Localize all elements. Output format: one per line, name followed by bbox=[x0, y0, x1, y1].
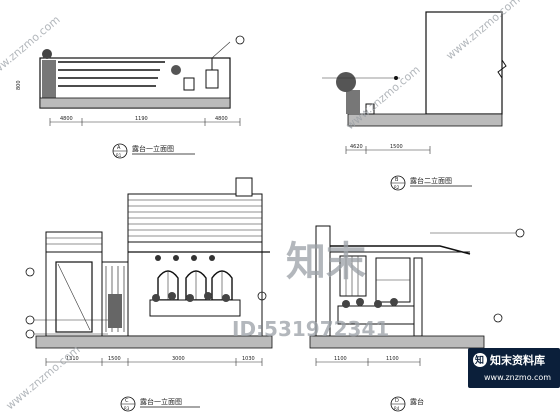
elevation-c-dimensions: 1310 1500 3000 1030 bbox=[45, 356, 263, 366]
watermark-brand: 知末 bbox=[286, 239, 366, 285]
flower-pot-icon bbox=[365, 103, 375, 115]
elevation-d-dimensions: 1100 1100 bbox=[315, 356, 421, 366]
callout-bubble bbox=[25, 329, 35, 339]
elevation-d-floor-slab bbox=[309, 335, 485, 349]
elevation-a-stone-column bbox=[42, 60, 56, 104]
shrub-row bbox=[342, 298, 398, 308]
stone-column bbox=[108, 294, 122, 328]
roof-tiles bbox=[128, 199, 262, 237]
wall-lamp-icon bbox=[155, 255, 161, 261]
badge-title: 知末资料库 bbox=[489, 353, 545, 367]
elevation-b: 4620 1500 B R2 露台二立面图 bbox=[322, 11, 507, 191]
dim-label: 1500 bbox=[108, 356, 121, 362]
plant-icon bbox=[171, 65, 181, 75]
dim-label: 4800 bbox=[215, 116, 228, 122]
callout-bubble bbox=[25, 267, 35, 277]
elevation-a-steps bbox=[58, 61, 165, 87]
watermark-id: ID:531972341 bbox=[232, 317, 389, 341]
badge-background bbox=[468, 348, 560, 388]
dim-label: 4620 bbox=[350, 144, 363, 150]
roof-side bbox=[45, 231, 103, 253]
dim-label: 4800 bbox=[60, 116, 73, 122]
callout-bubble bbox=[235, 35, 245, 45]
elevation-c-title: 露台一立面图 bbox=[140, 397, 182, 406]
watermark-diag: www.znzmo.com bbox=[444, 0, 523, 62]
flower-pot-icon bbox=[183, 77, 195, 91]
wall-lamp-icon bbox=[209, 255, 215, 261]
view-marker-sheet: R2 bbox=[394, 185, 400, 190]
view-marker-sheet: R3 bbox=[124, 406, 130, 411]
dim-label: 3000 bbox=[172, 356, 185, 362]
wall-lamp-icon bbox=[191, 255, 197, 261]
view-marker-letter: D bbox=[395, 398, 399, 404]
elevation-b-title: 露台二立面图 bbox=[410, 176, 452, 185]
elevation-a: 4800 1190 4800 800 A R1 露台一立面图 bbox=[16, 35, 245, 159]
view-marker-letter: B bbox=[395, 177, 399, 183]
plant-icon bbox=[42, 49, 52, 59]
pergola-post bbox=[413, 257, 423, 337]
dim-label: 1190 bbox=[135, 116, 148, 122]
elevation-d-title: 露台 bbox=[410, 397, 424, 406]
dim-label: 1100 bbox=[386, 356, 399, 362]
elevation-b-dimensions: 4620 1500 bbox=[345, 144, 431, 154]
arched-window bbox=[157, 270, 179, 301]
elevation-a-dimensions: 4800 1190 4800 800 bbox=[16, 80, 241, 126]
lamp-post-icon bbox=[205, 69, 219, 89]
logo-icon bbox=[473, 353, 487, 367]
tree-icon bbox=[336, 72, 356, 92]
break-line bbox=[497, 12, 507, 114]
view-marker-sheet: R4 bbox=[394, 406, 400, 411]
arched-window bbox=[185, 270, 207, 301]
callout-bubble bbox=[493, 313, 503, 323]
badge-url: www.znzmo.com bbox=[484, 373, 551, 382]
elevation-d: 1100 1100 D R4 露台 bbox=[309, 225, 525, 412]
chimney bbox=[235, 177, 253, 197]
pergola-beam bbox=[330, 245, 471, 255]
lattice-panel bbox=[339, 255, 367, 297]
dim-label: 1500 bbox=[390, 144, 403, 150]
view-marker-letter: A bbox=[117, 145, 121, 151]
elevation-c: 1310 1500 3000 1030 C R3 露台一立面图 bbox=[25, 177, 273, 412]
dim-label: 1310 bbox=[66, 356, 79, 362]
dim-label: 1030 bbox=[242, 356, 255, 362]
watermark-diag: www.znzmo.com bbox=[4, 343, 83, 412]
elevation-a-floor-slab bbox=[39, 97, 231, 109]
planter-box bbox=[149, 299, 241, 317]
view-marker-sheet: R1 bbox=[116, 153, 122, 158]
view-marker-letter: C bbox=[125, 398, 129, 404]
svg-text:知: 知 bbox=[474, 354, 484, 366]
wall-lamp-icon bbox=[173, 255, 179, 261]
callout-bubble bbox=[515, 228, 525, 238]
shrub-row bbox=[152, 292, 230, 302]
elevation-c-floor-slab bbox=[35, 335, 273, 349]
elevation-b-stone-column bbox=[346, 90, 360, 114]
dim-label: 1100 bbox=[334, 356, 347, 362]
callout-bubble bbox=[25, 315, 35, 325]
svg-text:800: 800 bbox=[16, 80, 22, 90]
callout-bubble bbox=[257, 291, 267, 301]
elevation-a-title: 露台一立面图 bbox=[132, 144, 174, 153]
corner-badge: 知 知末资料库 www.znzmo.com bbox=[468, 348, 560, 388]
elevation-b-floor-slab bbox=[347, 113, 503, 127]
arched-window bbox=[211, 270, 233, 301]
